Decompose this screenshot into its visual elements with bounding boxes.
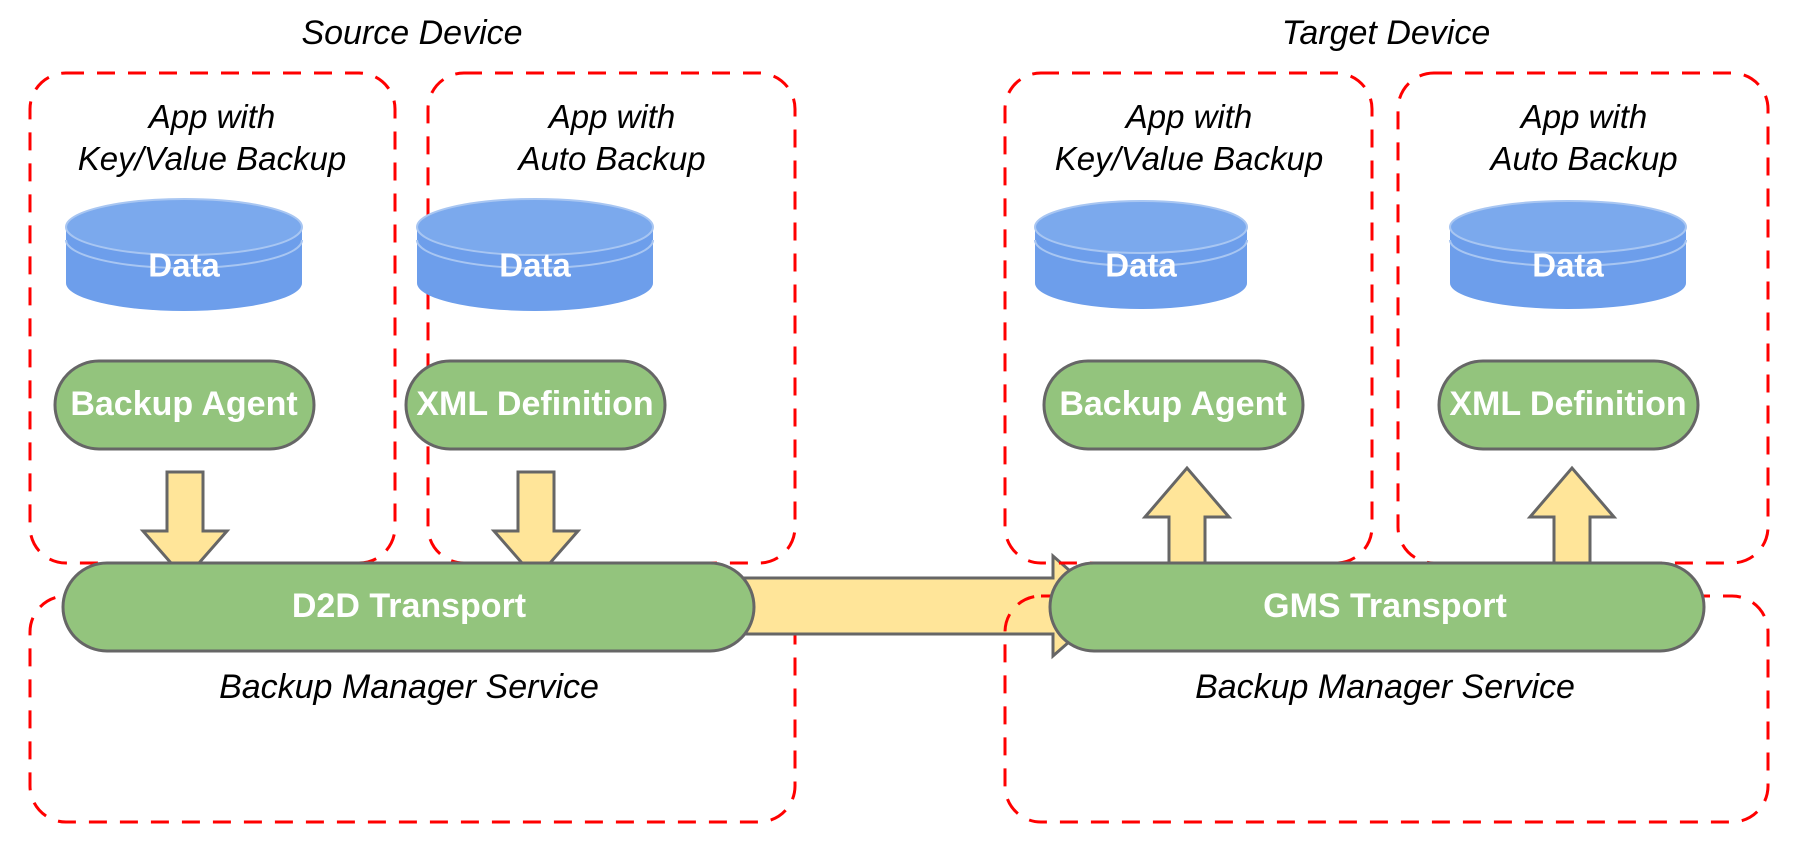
target-app-1-data-cylinder: Data bbox=[1034, 200, 1248, 309]
arrow-source-app2-to-transport-icon bbox=[490, 470, 582, 582]
source-backup-manager-service-label: Backup Manager Service bbox=[219, 668, 599, 706]
target-app-2-title-line1: App with bbox=[1519, 98, 1648, 135]
target-app-2-data-cylinder: Data bbox=[1449, 200, 1687, 309]
source-app-1-title-line2: Key/Value Backup bbox=[78, 140, 346, 177]
gms-transport-label: GMS Transport bbox=[1263, 587, 1507, 625]
target-app-2-data-label: Data bbox=[1532, 247, 1604, 284]
arrow-transport-to-target-app2-icon bbox=[1526, 465, 1618, 575]
target-app-2-title-line2: Auto Backup bbox=[1488, 140, 1677, 177]
target-device-title: Target Device bbox=[1282, 14, 1491, 52]
source-app-1-title-line1: App with bbox=[147, 98, 276, 135]
source-app-2-data-cylinder: Data bbox=[416, 198, 654, 311]
source-app-2-title-line1: App with bbox=[547, 98, 676, 135]
source-app-1-data-label: Data bbox=[148, 247, 220, 284]
source-app-1-component: Backup Agent bbox=[53, 359, 316, 451]
target-app-1-title-line1: App with bbox=[1124, 98, 1253, 135]
source-device-title: Source Device bbox=[301, 14, 522, 52]
target-app-1-component-label: Backup Agent bbox=[1059, 385, 1286, 423]
d2d-transport-label: D2D Transport bbox=[292, 587, 526, 625]
source-app-2-component-label: XML Definition bbox=[416, 385, 653, 423]
target-app-2-component-label: XML Definition bbox=[1449, 385, 1686, 423]
target-app-2-component: XML Definition bbox=[1437, 359, 1700, 451]
arrow-source-app1-to-transport-icon bbox=[139, 470, 231, 582]
source-app-2-component: XML Definition bbox=[404, 359, 667, 451]
target-backup-manager-service-label: Backup Manager Service bbox=[1195, 668, 1575, 706]
target-app-1-component: Backup Agent bbox=[1042, 359, 1305, 451]
source-app-2-title-line2: Auto Backup bbox=[516, 140, 705, 177]
source-app-1-data-cylinder: Data bbox=[65, 198, 303, 311]
source-app-1-component-label: Backup Agent bbox=[70, 385, 297, 423]
target-app-1-title-line2: Key/Value Backup bbox=[1055, 140, 1323, 177]
arrow-transport-to-target-app1-icon bbox=[1141, 465, 1233, 575]
target-app-1-data-label: Data bbox=[1105, 247, 1177, 284]
source-app-2-data-label: Data bbox=[499, 247, 571, 284]
gms-transport-box: GMS Transport bbox=[1048, 561, 1706, 653]
d2d-transport-box: D2D Transport bbox=[61, 561, 756, 653]
